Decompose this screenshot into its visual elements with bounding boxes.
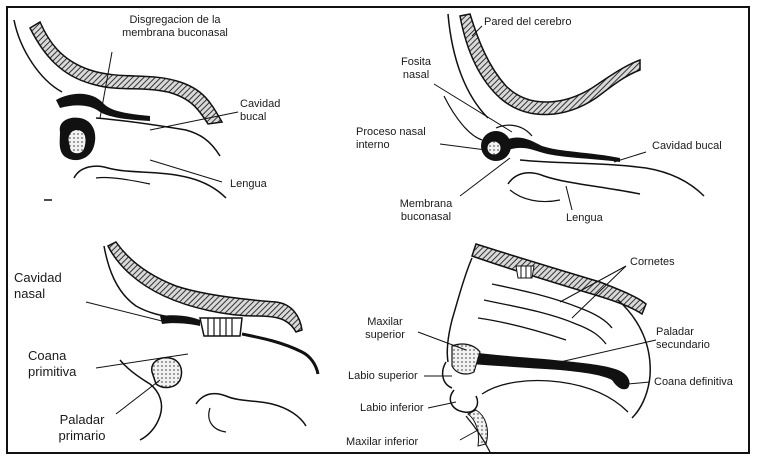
label-coana-line1: Coana (28, 348, 76, 364)
label-lengua-tl: Lengua (230, 178, 267, 191)
upper-lip-outline (443, 362, 452, 388)
pointer-paladar (116, 380, 160, 414)
tongue-outline (482, 381, 628, 413)
oral-line (242, 334, 318, 374)
pointer-maxilar-inf (460, 430, 478, 440)
label-paladar-primario: Paladar primario (42, 412, 122, 444)
label-membrana-line1: Membrana (386, 198, 466, 211)
label-paladar-sec-line1: Paladar (656, 326, 710, 339)
label-proceso-nasal: Proceso nasal interno (356, 126, 426, 152)
label-maxilar-inferior: Maxilar inferior (346, 436, 418, 449)
label-cavidad-nasal-line1: Cavidad (14, 270, 62, 286)
oral-line (520, 160, 704, 196)
label-disgregacion-line2: membrana buconasal (100, 27, 250, 40)
label-paladar-sec-line2: secundario (656, 339, 710, 352)
nasal-cavity-wall-black (160, 315, 200, 326)
label-paladar-secundario: Paladar secundario (656, 326, 710, 352)
label-disgregacion: Disgregacion de la membrana buconasal (100, 14, 250, 40)
buconasal-membrane (506, 138, 620, 162)
mandible-dotted (468, 410, 488, 446)
premaxilla-dotted (452, 344, 480, 374)
label-fosita-line2: nasal (386, 69, 446, 82)
label-coana-primitiva: Coana primitiva (28, 348, 76, 380)
pointer-lengua (150, 160, 222, 182)
label-cavidad-nasal: Cavidad nasal (14, 270, 62, 302)
pointer-maxilar-sup (418, 332, 466, 350)
label-cavidad-bucal-tl: Cavidad bucal (240, 98, 280, 124)
label-membrana-line2: buconasal (386, 211, 466, 224)
pointer-cavidad-nasal (86, 302, 166, 322)
panel-top-left (14, 20, 238, 200)
jaw-outline (96, 177, 150, 184)
label-cavidad-bucal-tl-line1: Cavidad (240, 98, 280, 111)
label-proceso-line1: Proceso nasal (356, 126, 426, 139)
label-cornetes: Cornetes (630, 256, 675, 269)
label-maxilar-sup-line2: superior (350, 329, 420, 342)
label-fosita-nasal: Fosita nasal (386, 56, 446, 82)
label-membrana-buconasal: Membrana buconasal (386, 198, 466, 224)
label-paladar-prim-line2: primario (42, 428, 122, 444)
panel-bottom-left (86, 242, 318, 440)
pointer-paladar-sec (560, 340, 656, 362)
label-lengua-tr: Lengua (566, 212, 603, 225)
oral-cavity-line (96, 118, 220, 156)
pointer-membrana (460, 158, 510, 196)
lower-outline (510, 190, 560, 202)
brain-wall-hatched (460, 14, 640, 115)
label-cavidad-bucal-tr: Cavidad bucal (652, 140, 722, 153)
label-labio-inferior: Labio inferior (360, 402, 424, 415)
pointer-cavidad-bucal (614, 152, 646, 162)
palate-bridge-striped (200, 318, 242, 336)
inner-outline (444, 96, 482, 140)
label-labio-superior: Labio superior (348, 370, 418, 383)
pointer-proceso (440, 144, 486, 150)
label-paladar-prim-line1: Paladar (42, 412, 122, 428)
lower-lip-outline (450, 390, 477, 412)
jaw-outline (209, 408, 226, 432)
posterior-outline (618, 300, 650, 418)
pointer-lengua (566, 186, 572, 210)
tongue-outline (74, 166, 226, 198)
pointer-coana-def (628, 382, 650, 384)
label-maxilar-superior: Maxilar superior (350, 316, 420, 342)
panel-top-right (434, 14, 704, 210)
panel-bottom-right (418, 244, 656, 452)
label-coana-definitiva: Coana definitiva (654, 376, 733, 389)
pointer-cavidad-bucal (150, 112, 238, 130)
label-maxilar-sup-line1: Maxilar (350, 316, 420, 329)
label-disgregacion-line1: Disgregacion de la (100, 14, 250, 27)
nasal-membrane-black (56, 94, 150, 121)
label-coana-line2: primitiva (28, 364, 76, 380)
tongue-outline (196, 394, 306, 426)
nasal-pit-inner (68, 129, 86, 153)
label-cavidad-nasal-line2: nasal (14, 286, 62, 302)
label-pared-cerebro: Pared del cerebro (484, 16, 571, 29)
nasal-process-inner (487, 141, 501, 155)
label-proceso-line2: interno (356, 139, 426, 152)
turbinate-3 (478, 318, 566, 340)
label-fosita-line1: Fosita (386, 56, 446, 69)
secondary-palate-black (470, 352, 630, 389)
tongue-outline (508, 173, 640, 194)
label-cavidad-bucal-tl-line2: bucal (240, 111, 280, 124)
